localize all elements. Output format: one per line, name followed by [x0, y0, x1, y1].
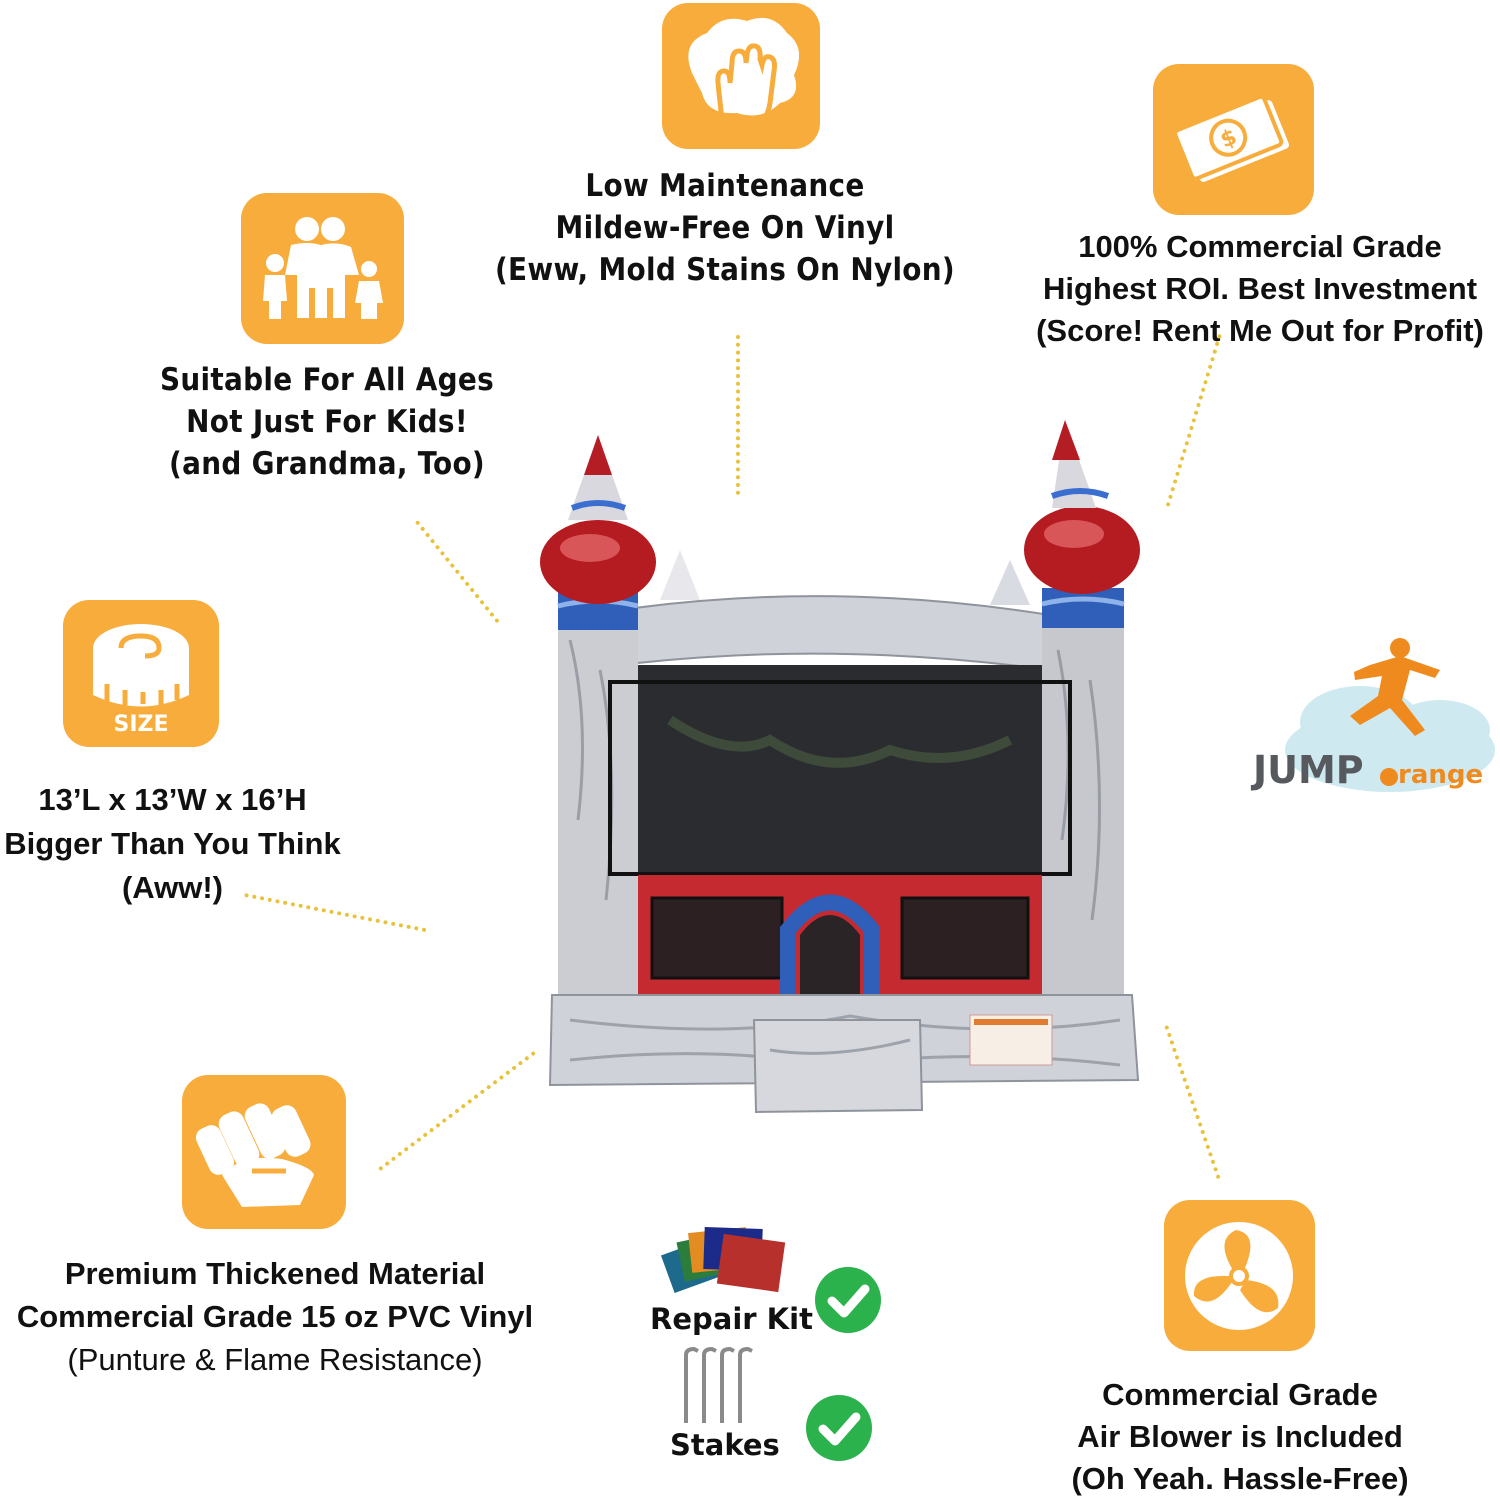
brand-logo: JUMP range: [1250, 630, 1500, 810]
blower-caption: Commercial Grade Air Blower is Included …: [1050, 1374, 1430, 1500]
repair-kit-label: Repair Kit: [650, 1302, 813, 1336]
commercial-line-2: Highest ROI. Best Investment: [1042, 271, 1478, 306]
maintenance-caption: Low Maintenance Mildew-Free On Vinyl (Ew…: [490, 168, 960, 289]
maintenance-line-2: Mildew-Free On Vinyl: [555, 209, 895, 246]
bounce-house-image: [540, 420, 1140, 1114]
fist-icon-tile: [182, 1075, 346, 1229]
brand-orange-dot-icon: [1380, 768, 1398, 786]
fan-icon: [1185, 1222, 1293, 1330]
blower-line-1: Commercial Grade: [1102, 1377, 1378, 1412]
blower-line-2: Air Blower is Included: [1077, 1419, 1403, 1454]
commercial-caption: 100% Commercial Grade Highest ROI. Best …: [1020, 226, 1500, 352]
fan-icon-tile: [1164, 1200, 1315, 1351]
hand-icon: [688, 17, 800, 134]
money-icon-tile: $: [1153, 64, 1314, 215]
stakes-check-icon: [806, 1395, 872, 1461]
size-caption: 13’L x 13’W x 16’H Bigger Than You Think…: [0, 778, 345, 910]
size-icon-tile: SIZE: [63, 600, 219, 747]
stakes-image: [684, 1346, 753, 1423]
ages-line-2: Not Just For Kids!: [186, 403, 468, 440]
blower-line-3: (Oh Yeah. Hassle-Free): [1071, 1461, 1409, 1496]
size-icon-label: SIZE: [113, 712, 169, 737]
material-line-2: Commercial Grade 15 oz PVC Vinyl: [16, 1299, 534, 1334]
commercial-line-3: (Score! Rent Me Out for Profit): [1036, 313, 1484, 348]
repair-kit-check-icon: [815, 1267, 881, 1333]
ages-caption: Suitable For All Ages Not Just For Kids!…: [152, 362, 502, 483]
brand-name-jump: JUMP: [1253, 748, 1364, 792]
leader-line-material: [378, 1050, 537, 1172]
size-line-3: (Aww!): [121, 870, 224, 905]
commercial-line-1: 100% Commercial Grade: [1078, 229, 1442, 264]
cloud-jumper-icon: [1285, 638, 1495, 792]
repair-kit-image: [660, 1227, 786, 1294]
family-icon-tile: [241, 193, 404, 344]
size-line-1: 13’L x 13’W x 16’H: [38, 782, 307, 817]
maintenance-line-3: (Eww, Mold Stains On Nylon): [495, 251, 955, 288]
ages-line-1: Suitable For All Ages: [160, 362, 494, 398]
stakes-label: Stakes: [670, 1428, 780, 1462]
material-caption: Premium Thickened Material Commercial Gr…: [0, 1252, 550, 1381]
money-icon: $: [1173, 94, 1290, 182]
fist-icon: [195, 1103, 314, 1207]
maintenance-line-1: Low Maintenance: [585, 168, 865, 204]
leader-line-ages: [414, 520, 500, 624]
hand-icon-tile: [662, 3, 820, 149]
brand-name-range: range: [1398, 760, 1484, 790]
size-line-2: Bigger Than You Think: [4, 826, 341, 861]
tape-measure-icon: [93, 624, 189, 710]
material-line-3: (Punture & Flame Resistance): [67, 1342, 483, 1377]
ages-line-3: (and Grandma, Too): [169, 445, 485, 482]
family-icon: [263, 217, 383, 319]
leader-line-commercial: [1165, 333, 1222, 508]
leader-line-blower: [1164, 1025, 1221, 1180]
material-line-1: Premium Thickened Material: [64, 1256, 486, 1291]
